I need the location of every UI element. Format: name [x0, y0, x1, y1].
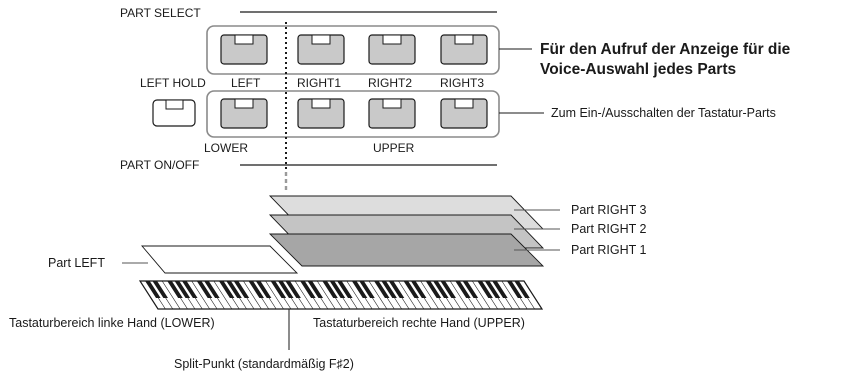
black-key	[182, 281, 198, 298]
black-key	[152, 281, 168, 298]
black-key	[255, 281, 272, 298]
onoff-button-right1[interactable]	[297, 98, 345, 129]
black-key	[226, 281, 242, 298]
black-key	[381, 281, 397, 298]
white-key-divider	[213, 280, 233, 310]
part-onoff-label: PART ON/OFF	[120, 158, 199, 172]
black-key	[278, 281, 294, 298]
black-key	[433, 281, 449, 298]
black-key	[196, 281, 213, 298]
black-key	[204, 281, 220, 298]
onoff-button-left[interactable]	[220, 98, 268, 129]
button-label-right1: RIGHT1	[297, 76, 341, 90]
black-key	[484, 281, 501, 298]
select-button-group	[206, 25, 500, 75]
black-key	[248, 281, 264, 298]
left-hold-button[interactable]	[152, 99, 196, 127]
white-key-divider	[191, 280, 210, 310]
part-select-label: PART SELECT	[120, 6, 201, 20]
white-key-divider	[449, 280, 469, 310]
onoff-button-right2[interactable]	[368, 98, 416, 129]
black-key	[300, 281, 316, 298]
white-key-divider	[398, 280, 417, 310]
onoff-buttons	[220, 98, 488, 129]
keyboard	[138, 280, 544, 310]
onoff-callout: Zum Ein-/Ausschalten der Tastatur-Parts	[551, 106, 776, 120]
select-callout-line1: Für den Aufruf der Anzeige für die	[540, 41, 791, 58]
black-key	[410, 281, 427, 298]
black-key	[425, 281, 442, 298]
upper-label: UPPER	[373, 141, 415, 155]
left-hold-label: LEFT HOLD	[140, 76, 206, 90]
layer-label-right2: Part RIGHT 2	[571, 222, 647, 236]
black-key	[359, 281, 375, 298]
black-key	[174, 281, 191, 298]
button-label-right3: RIGHT3	[440, 76, 484, 90]
select-button-right1[interactable]	[297, 34, 345, 65]
layer-label-left: Part LEFT	[48, 256, 105, 270]
right-range-label: Tastaturbereich rechte Hand (UPPER)	[313, 316, 525, 330]
black-key	[270, 281, 287, 298]
black-key	[145, 281, 161, 298]
black-key	[218, 281, 235, 298]
layer-right1	[268, 233, 545, 267]
white-key-divider	[368, 280, 388, 310]
select-callout-line2: Voice-Auswahl jedes Parts	[540, 61, 736, 78]
select-button-right3[interactable]	[440, 34, 488, 65]
black-key	[374, 281, 390, 298]
button-label-left: LEFT	[231, 76, 261, 90]
black-key	[440, 281, 456, 298]
black-key	[351, 281, 368, 298]
black-key	[514, 281, 530, 298]
black-key	[403, 281, 420, 298]
black-key	[477, 281, 493, 298]
split-point-label: Split-Punkt (standardmäßig F♯2)	[174, 357, 354, 371]
black-key	[462, 281, 479, 298]
layer-label-right1: Part RIGHT 1	[571, 243, 647, 257]
white-key-divider	[472, 280, 491, 310]
keyboard-black-keys	[145, 281, 530, 298]
black-key	[285, 281, 301, 298]
onoff-button-right3[interactable]	[440, 98, 488, 129]
black-key	[455, 281, 471, 298]
white-key-divider	[316, 280, 336, 310]
white-key-divider	[346, 280, 366, 310]
black-key	[492, 281, 508, 298]
button-label-right2: RIGHT2	[368, 76, 412, 90]
black-key	[506, 281, 523, 298]
black-key	[388, 281, 405, 298]
black-key	[233, 281, 250, 298]
onoff-button-group	[206, 90, 500, 138]
white-key-divider	[294, 280, 314, 310]
left-range-label: Tastaturbereich linke Hand (LOWER)	[9, 316, 215, 330]
black-key	[337, 281, 353, 298]
lower-label: LOWER	[204, 141, 248, 155]
black-key	[167, 281, 183, 298]
black-key	[307, 281, 324, 298]
layer-left	[141, 245, 299, 274]
white-key-divider	[243, 280, 262, 310]
white-key-divider	[161, 280, 181, 310]
white-key-divider	[420, 280, 439, 310]
black-key	[322, 281, 338, 298]
select-button-left[interactable]	[220, 34, 268, 65]
layer-label-right3: Part RIGHT 3	[571, 203, 647, 217]
black-key	[329, 281, 346, 298]
white-key-divider	[501, 280, 521, 310]
select-button-right2[interactable]	[368, 34, 416, 65]
select-buttons	[220, 34, 488, 65]
white-key-divider	[265, 280, 284, 310]
